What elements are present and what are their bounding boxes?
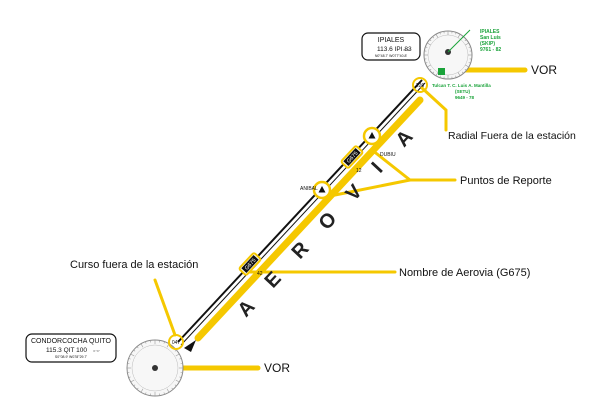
station-quito: CONDORCOCHA QUITO 115.3 QIT 100 =·=· S0°… xyxy=(25,333,196,397)
compass-tick xyxy=(145,341,147,344)
station-morse-code: =·=· xyxy=(403,47,410,52)
course-out-label: Curso fuera de la estación xyxy=(70,259,198,271)
compass-tick xyxy=(136,346,139,349)
station-info-box xyxy=(361,32,421,61)
compass-tick xyxy=(464,39,467,42)
radial-label: 226 xyxy=(416,83,425,89)
station-name: IPIALES xyxy=(378,37,405,44)
compass-tick xyxy=(439,32,441,35)
compass-tick xyxy=(179,376,182,378)
compass-tick xyxy=(435,72,439,76)
station-frequency: 115.3 QIT 100 xyxy=(46,347,87,354)
airport-icon xyxy=(438,68,445,75)
compass-tick xyxy=(128,358,131,360)
reporting-point-icon xyxy=(368,132,376,139)
compass-rose-north xyxy=(423,29,473,80)
vor-top-label: VOR xyxy=(531,63,557,77)
compass-tick xyxy=(130,353,135,357)
compass-tick xyxy=(174,349,177,352)
compass-tick xyxy=(432,36,435,39)
report-pointer-lower xyxy=(328,178,412,198)
report-points-label: Puntos de Reporte xyxy=(460,175,552,187)
compass-tick xyxy=(427,64,431,68)
radial-out-label: Radial Fuera de la estación xyxy=(448,130,576,142)
course-pointer xyxy=(153,278,177,337)
compass-tick xyxy=(130,379,135,383)
route-line xyxy=(177,79,423,343)
compass-tick xyxy=(435,34,439,38)
compass-tick xyxy=(425,46,428,48)
compass-tick xyxy=(128,376,131,378)
reporting-point-icon xyxy=(318,186,326,193)
compass-tick xyxy=(468,46,471,48)
compass-tick xyxy=(175,379,180,383)
airway-route xyxy=(177,79,426,346)
compass-tick xyxy=(425,62,428,64)
compass-tick xyxy=(465,64,469,68)
airport-subname: San Luis xyxy=(480,35,501,41)
station-ipiales: IPIALES 113.6 IPI 83 =·=· N0°48.7' W077°… xyxy=(361,29,501,100)
compass-tick xyxy=(133,349,136,352)
station-frequency: 113.6 IPI 83 xyxy=(377,46,412,53)
tulcan-airport-elevation: 9649 - 78 xyxy=(455,95,475,100)
report-pointer-upper xyxy=(370,148,412,182)
compass-tick xyxy=(465,42,469,46)
compass-tick xyxy=(461,71,464,74)
station-name: CONDORCOCHA QUITO xyxy=(31,338,112,345)
course-highlight-circle xyxy=(168,334,184,350)
segment-distance-lower: 42 xyxy=(257,271,263,277)
compass-tick xyxy=(468,62,471,64)
compass-tick xyxy=(145,392,147,395)
compass-tick xyxy=(455,75,457,78)
compass-tick xyxy=(166,388,170,393)
compass-tick xyxy=(427,42,431,46)
compass-tick xyxy=(163,341,165,344)
compass-tick xyxy=(429,39,432,42)
compass-rose-south xyxy=(126,339,184,397)
fix-anibal: ANIBAL xyxy=(300,180,332,200)
fix-name: ANIBAL xyxy=(300,186,318,192)
compass-tick xyxy=(464,68,467,71)
course-arrow-icon xyxy=(184,340,196,352)
airway-highlight-band xyxy=(194,96,424,342)
radial-highlight-circle xyxy=(412,77,428,93)
airway-name-label: Nombre de Aerovia (G675) xyxy=(399,267,530,279)
highlight-strokes xyxy=(153,67,528,371)
compass-tick xyxy=(175,353,180,357)
airway-tag-lower: G675 xyxy=(238,252,262,276)
fix-dubiu: DUBIU xyxy=(362,126,396,158)
tulcan-airport-name: Tulcan T. C. Luis A. Mantilla xyxy=(432,83,491,88)
station-coordinates: N0°48.7' W077°40.8' xyxy=(375,54,408,58)
station-morse-code: =·=· xyxy=(93,348,100,353)
compass-tick xyxy=(163,392,165,395)
route-line-edge xyxy=(180,82,426,346)
compass-tick xyxy=(140,343,144,348)
airport-icao: (SKIP) xyxy=(480,41,495,47)
compass-tick xyxy=(455,32,457,35)
compass-tick xyxy=(179,358,182,360)
compass-tick xyxy=(457,34,461,38)
tulcan-airport-icao: (SETU) xyxy=(455,89,471,94)
compass-tick xyxy=(133,384,136,387)
course-label: 047 xyxy=(172,340,181,346)
compass-tick xyxy=(140,388,144,393)
airway-tag-upper: G675 xyxy=(340,145,364,169)
vor-bottom-label: VOR xyxy=(264,361,290,375)
compass-tick xyxy=(174,384,177,387)
airport-name: IPIALES xyxy=(480,29,500,35)
vor-station-icon xyxy=(152,365,158,371)
compass-tick xyxy=(429,68,432,71)
fix-name: DUBIU xyxy=(380,152,396,158)
compass-tick xyxy=(136,387,139,390)
compass-tick xyxy=(457,72,461,76)
compass-tick xyxy=(171,387,174,390)
compass-tick xyxy=(439,75,441,78)
radial-pointer xyxy=(420,86,448,132)
airport-elevation: 9761 - 82 xyxy=(480,47,501,53)
compass-tick xyxy=(432,71,435,74)
station-coordinates: S0°08.9' W078°29.7' xyxy=(55,355,87,359)
segment-distance-upper: 12 xyxy=(356,168,362,174)
station-info-box xyxy=(25,333,117,363)
